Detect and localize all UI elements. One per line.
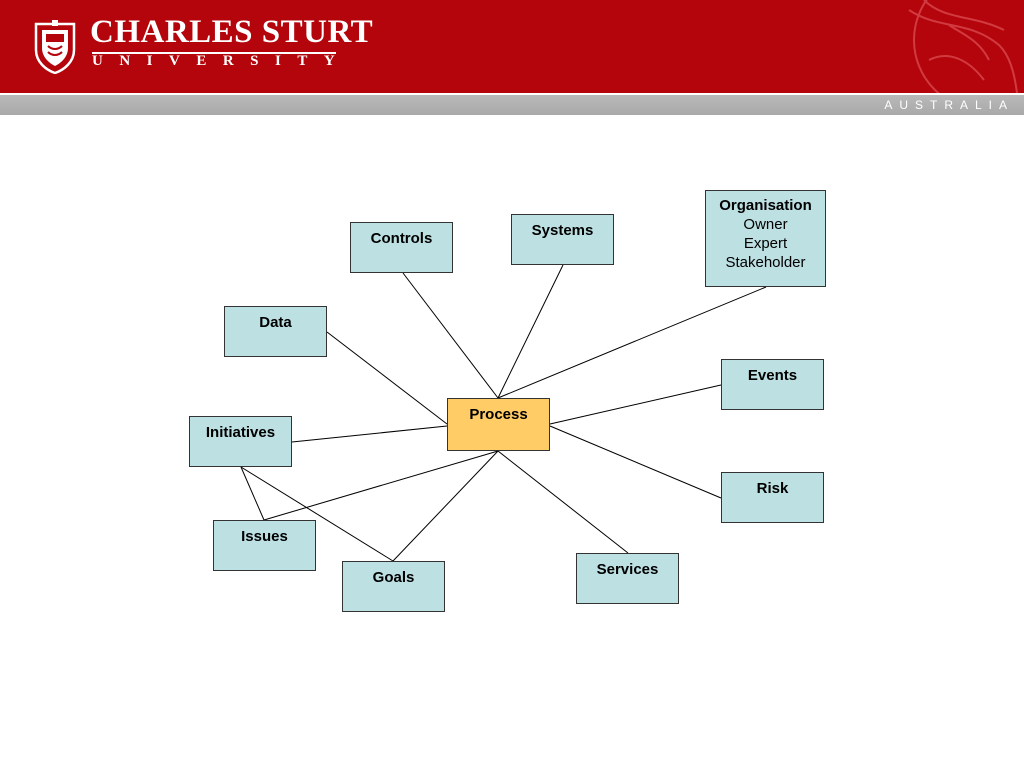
watermark-emblem-icon: [908, 0, 1018, 93]
connector-initiatives-issues: [240, 466, 265, 521]
connector-process-organisation: [497, 286, 767, 399]
connector-process-systems: [497, 264, 564, 399]
organisation-expert-label: Expert: [743, 235, 788, 252]
connector-process-issues: [263, 450, 499, 521]
wordmark-divider: [92, 52, 336, 54]
connector-process-goals: [392, 450, 499, 562]
country-label: AUSTRALIA: [884, 98, 1014, 112]
events-node-label: Events: [747, 367, 798, 384]
goals-node: Goals: [342, 561, 445, 612]
connector-process-data: [326, 331, 448, 425]
connector-process-risk: [549, 425, 722, 499]
controls-node-label: Controls: [370, 230, 433, 247]
systems-node-label: Systems: [531, 222, 594, 239]
connector-process-events: [549, 384, 722, 425]
events-node: Events: [721, 359, 824, 410]
data-node: Data: [224, 306, 327, 357]
process-node-label: Process: [469, 406, 528, 423]
organisation-node-label: Organisation: [719, 197, 812, 214]
organisation-node: Organisation Owner Expert Stakeholder: [705, 190, 826, 287]
connector-process-initiatives: [291, 425, 448, 443]
systems-node: Systems: [511, 214, 614, 265]
organisation-stakeholder-label: Stakeholder: [725, 254, 806, 271]
issues-node: Issues: [213, 520, 316, 571]
connector-initiatives-goals: [240, 466, 394, 562]
connector-process-controls: [402, 272, 499, 399]
services-node: Services: [576, 553, 679, 604]
risk-node: Risk: [721, 472, 824, 523]
risk-node-label: Risk: [756, 480, 789, 497]
organisation-owner-label: Owner: [743, 216, 788, 233]
issues-node-label: Issues: [241, 528, 288, 545]
university-crest-icon: [34, 20, 76, 74]
data-node-label: Data: [259, 314, 292, 331]
initiatives-node: Initiatives: [189, 416, 292, 467]
header-strip: [0, 95, 1024, 115]
university-header: CHARLES STURT UNIVERSITY: [0, 0, 1024, 93]
goals-node-label: Goals: [372, 569, 415, 586]
process-node: Process: [447, 398, 550, 451]
connector-process-services: [497, 450, 629, 554]
university-subname: UNIVERSITY: [92, 53, 352, 69]
controls-node: Controls: [350, 222, 453, 273]
initiatives-node-label: Initiatives: [205, 424, 276, 441]
services-node-label: Services: [596, 561, 659, 578]
university-name: CHARLES STURT: [90, 14, 374, 50]
